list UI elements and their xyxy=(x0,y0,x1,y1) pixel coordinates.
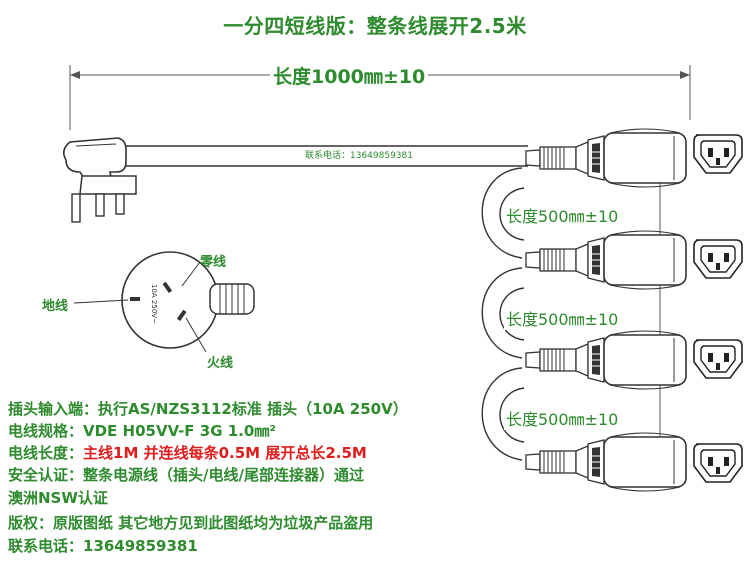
spec-contact-phone: 联系电话：13649859381 xyxy=(8,537,198,555)
angled-plug xyxy=(62,137,137,223)
iec-connector-3 xyxy=(525,330,687,390)
branch-length-label-3: 长度500㎜±10 xyxy=(504,406,621,430)
spec-plug-standard: 插头输入端：执行AS/NZS3112标准 插头（10A 250V） xyxy=(8,400,408,418)
main-length-label: 长度1000㎜±10 xyxy=(270,62,429,89)
diagram-title: 一分四短线版：整条线展开2.5米 xyxy=(223,14,527,38)
earth-label: 地线 xyxy=(42,299,69,314)
branch-length-label-1: 长度500㎜±10 xyxy=(504,203,621,227)
plug-rating-text: 10A 250V~ xyxy=(150,284,158,324)
spec-cable-length-value: 主线1M 并连线每条0.5M 展开总长2.5M xyxy=(83,444,367,462)
plug-face-diagram xyxy=(73,251,255,353)
spec-certification-body: 澳洲NSW认证 xyxy=(8,489,108,507)
cable-contact-label: 联系电话：13649859381 xyxy=(305,151,413,161)
spec-copyright: 版权：原版图纸 其它地方见到此图纸均为垃圾产品盗用 xyxy=(8,514,374,532)
connector-face-1 xyxy=(693,134,743,174)
spec-cable-length: 电线长度：主线1M 并连线每条0.5M 展开总长2.5M xyxy=(8,442,367,463)
spec-cable-type: 电线规格：VDE H05VV-F 3G 1.0㎜² xyxy=(8,422,276,440)
iec-connector-4 xyxy=(525,432,687,492)
spec-certification: 安全认证：整条电源线（插头/电线/尾部连接器）通过 xyxy=(8,466,364,484)
spec-cable-length-label: 电线长度： xyxy=(8,444,84,462)
iec-connector-1 xyxy=(525,128,687,188)
branch-length-label-2: 长度500㎜±10 xyxy=(504,306,621,330)
iec-connector-2 xyxy=(525,230,687,290)
connector-face-3 xyxy=(693,339,743,379)
neutral-label: 零线 xyxy=(200,255,227,270)
connector-face-2 xyxy=(693,239,743,279)
connector-face-4 xyxy=(693,443,743,483)
live-label: 火线 xyxy=(207,356,234,371)
